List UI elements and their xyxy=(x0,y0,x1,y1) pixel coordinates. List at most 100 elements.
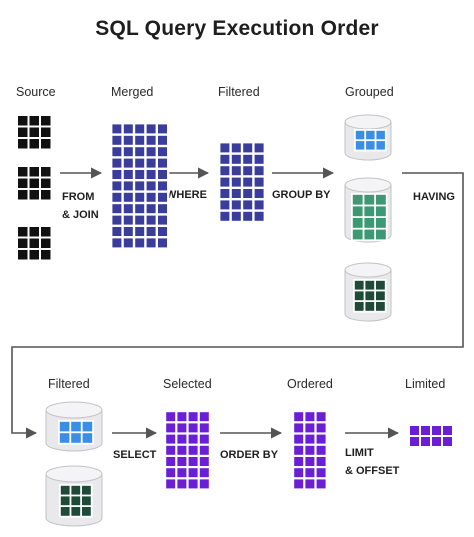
grid-cell xyxy=(71,421,81,432)
arrow-having-wrap xyxy=(11,172,464,439)
grid-merged-table xyxy=(110,122,170,250)
step-where: WHERE xyxy=(166,189,207,201)
grid-cell xyxy=(188,479,198,489)
grid-cell xyxy=(158,215,167,225)
grid-cell xyxy=(112,158,122,168)
grid-cell xyxy=(188,434,198,444)
grid-cell xyxy=(254,211,264,221)
grid-cell xyxy=(135,227,145,236)
grid-cell xyxy=(18,116,28,126)
grid-cell xyxy=(82,496,91,506)
grid-cell xyxy=(254,189,264,198)
grid-cell xyxy=(18,227,28,237)
grid-cell xyxy=(199,479,209,489)
grid-cell xyxy=(135,135,145,145)
grid-cell xyxy=(29,167,39,177)
grid-cell xyxy=(305,457,315,466)
grid-cell xyxy=(220,177,230,187)
grid-cell xyxy=(199,445,209,455)
grid-cell xyxy=(365,280,375,290)
grid-cell xyxy=(376,206,386,217)
grid-cell xyxy=(432,426,441,435)
grid-cell xyxy=(199,468,209,478)
grid-cell xyxy=(366,141,375,150)
grid-cell xyxy=(18,190,28,200)
grid-cell xyxy=(41,190,51,200)
grid-cell xyxy=(365,291,375,301)
grid-cell xyxy=(177,479,187,489)
grid-cell xyxy=(220,154,230,164)
grid-cell xyxy=(305,412,315,422)
grid-cell xyxy=(220,200,230,210)
grid-cell xyxy=(158,192,167,202)
grid-cell xyxy=(254,154,264,164)
grid-cell xyxy=(71,507,81,516)
grid-cell xyxy=(199,423,209,433)
grid-cell xyxy=(146,147,156,157)
grid-cell xyxy=(29,227,39,237)
grid-cell xyxy=(316,479,326,489)
grid-cell xyxy=(199,457,209,466)
stage-label-limited: Limited xyxy=(405,377,446,391)
grid-cell xyxy=(135,238,145,248)
step-limit-offset: LIMIT & OFFSET xyxy=(345,447,400,477)
grid-cell xyxy=(364,229,375,240)
grid-cell xyxy=(231,166,241,176)
grid-cell xyxy=(294,457,304,466)
grid-cell xyxy=(123,204,133,214)
grid-cell xyxy=(366,130,375,140)
grid-source-table-3 xyxy=(16,225,53,262)
grid-cell xyxy=(305,445,315,455)
grid-cell xyxy=(135,204,145,214)
grid-cell xyxy=(376,291,385,301)
grid-cell xyxy=(305,468,315,478)
grid-cell xyxy=(188,412,198,422)
grid-cell xyxy=(18,238,28,248)
grid-cell xyxy=(135,215,145,225)
grid-cell xyxy=(71,496,81,506)
grid-cell xyxy=(294,479,304,489)
grid-cell xyxy=(254,166,264,176)
grid-cell xyxy=(316,457,326,466)
grid-cell xyxy=(135,192,145,202)
grid-cell xyxy=(166,434,176,444)
step-order-by: ORDER BY xyxy=(220,449,279,461)
grid-cell xyxy=(146,124,156,134)
grid-cell xyxy=(220,211,230,221)
grid-cell xyxy=(112,147,122,157)
grid-cell xyxy=(123,215,133,225)
grid-cell xyxy=(29,127,39,137)
grid-limited-table xyxy=(408,424,454,448)
grid-cell xyxy=(376,194,386,205)
grid-cell xyxy=(354,291,364,301)
grid-cell xyxy=(316,468,326,478)
grid-cell xyxy=(376,218,386,228)
grid-cell xyxy=(243,143,253,153)
grid-cell xyxy=(305,434,315,444)
grid-cell xyxy=(364,218,375,228)
grid-cell xyxy=(18,127,28,137)
grid-cell xyxy=(231,211,241,221)
grid-cell xyxy=(364,194,375,205)
grid-cell xyxy=(18,250,28,260)
grid-cell xyxy=(112,215,122,225)
grid-cell xyxy=(254,200,264,210)
grid-cell xyxy=(18,167,28,177)
grid-cell xyxy=(376,141,385,150)
grid-cell xyxy=(352,194,363,205)
grid-cell xyxy=(41,250,51,260)
grid-cell xyxy=(123,238,133,248)
grid-cell xyxy=(443,426,452,435)
grid-cell xyxy=(112,238,122,248)
grid-cell xyxy=(123,227,133,236)
grid-cell xyxy=(231,200,241,210)
stage-label-source: Source xyxy=(16,85,56,99)
grid-cell xyxy=(220,166,230,176)
grid-cell xyxy=(243,166,253,176)
grid-having-group-2 xyxy=(59,484,93,518)
grid-group-1 xyxy=(354,129,387,152)
grid-cell xyxy=(243,211,253,221)
grid-cell xyxy=(59,433,70,443)
grid-cell xyxy=(29,116,39,126)
grid-cell xyxy=(135,158,145,168)
